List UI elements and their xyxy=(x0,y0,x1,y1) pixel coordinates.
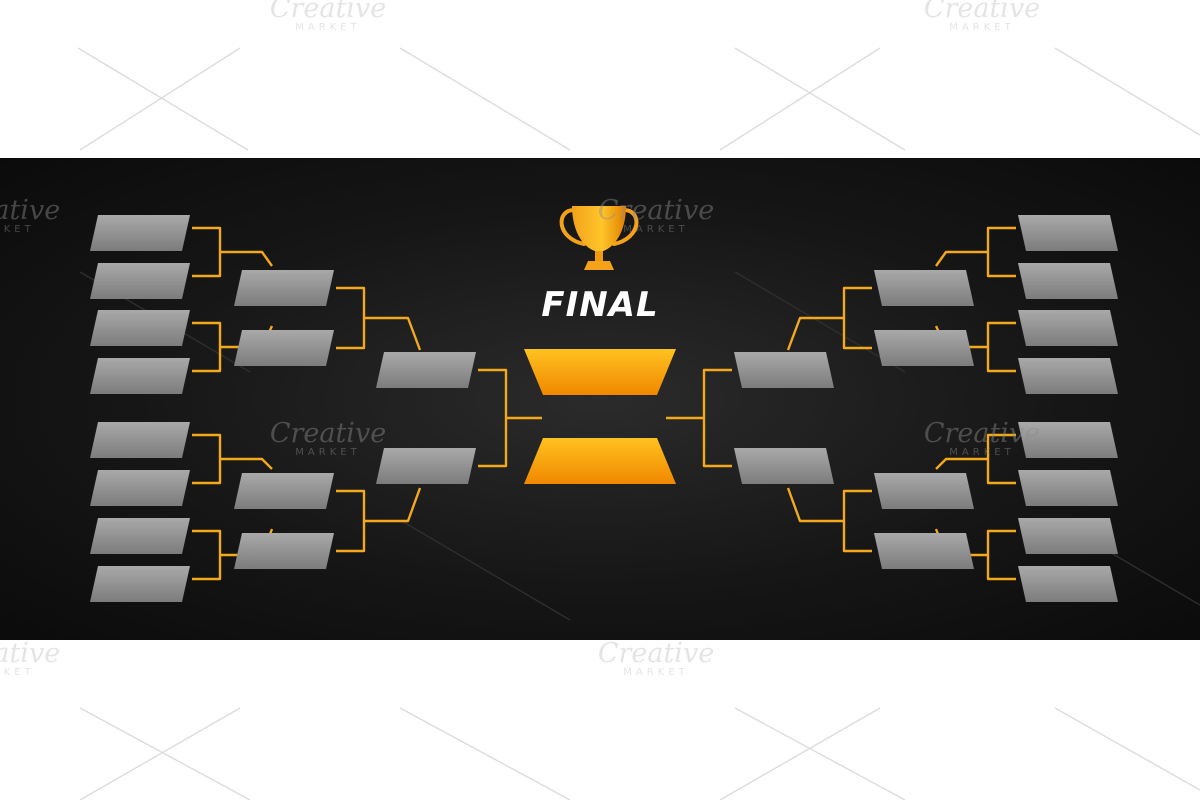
connector-right-r2-1 xyxy=(786,286,872,351)
slot-left-r1-3[interactable] xyxy=(90,310,190,346)
slot-right-r1-5[interactable] xyxy=(1018,422,1118,458)
slot-right-r1-3[interactable] xyxy=(1018,310,1118,346)
slot-right-r2-1[interactable] xyxy=(874,270,974,306)
slot-right-r1-4[interactable] xyxy=(1018,358,1118,394)
final-slot-top[interactable] xyxy=(524,349,676,395)
connector-right-r2-2 xyxy=(786,487,872,553)
watermark-lines xyxy=(77,47,1200,800)
slot-left-r1-7[interactable] xyxy=(90,518,190,554)
slot-left-r1-1[interactable] xyxy=(90,215,190,251)
slot-left-r2-2[interactable] xyxy=(234,330,334,366)
slot-left-r1-4[interactable] xyxy=(90,358,190,394)
slot-left-r1-6[interactable] xyxy=(90,470,190,506)
slot-left-r1-5[interactable] xyxy=(90,422,190,458)
connector-left-r3 xyxy=(478,368,542,468)
final-title: FINAL xyxy=(541,285,659,325)
slot-left-r3-1[interactable] xyxy=(376,352,476,388)
slot-right-r2-4[interactable] xyxy=(874,533,974,569)
trophy-icon xyxy=(559,206,639,270)
slot-right-r3-1[interactable] xyxy=(734,352,834,388)
slot-right-r2-3[interactable] xyxy=(874,473,974,509)
slot-left-r2-1[interactable] xyxy=(234,270,334,306)
connector-left-r1-3 xyxy=(192,433,273,485)
slot-left-r1-8[interactable] xyxy=(90,566,190,602)
connector-left-r2-2 xyxy=(336,487,422,553)
connector-left-r2-1 xyxy=(336,286,422,351)
slot-left-r2-3[interactable] xyxy=(234,473,334,509)
slot-right-r3-2[interactable] xyxy=(734,448,834,484)
slot-left-r3-2[interactable] xyxy=(376,448,476,484)
slot-right-r1-8[interactable] xyxy=(1018,566,1118,602)
connector-left-r1-1 xyxy=(192,226,273,278)
slot-right-r1-2[interactable] xyxy=(1018,263,1118,299)
slot-right-r1-1[interactable] xyxy=(1018,215,1118,251)
slot-right-r2-2[interactable] xyxy=(874,330,974,366)
final-slot-bottom[interactable] xyxy=(524,438,676,484)
slot-right-r1-7[interactable] xyxy=(1018,518,1118,554)
slot-right-r1-6[interactable] xyxy=(1018,470,1118,506)
bracket-slots xyxy=(90,215,1118,602)
connector-right-r1-1 xyxy=(935,226,1016,278)
connector-right-r1-3 xyxy=(935,433,1016,485)
connector-right-r3 xyxy=(666,368,732,468)
slot-left-r2-4[interactable] xyxy=(234,533,334,569)
slot-left-r1-2[interactable] xyxy=(90,263,190,299)
